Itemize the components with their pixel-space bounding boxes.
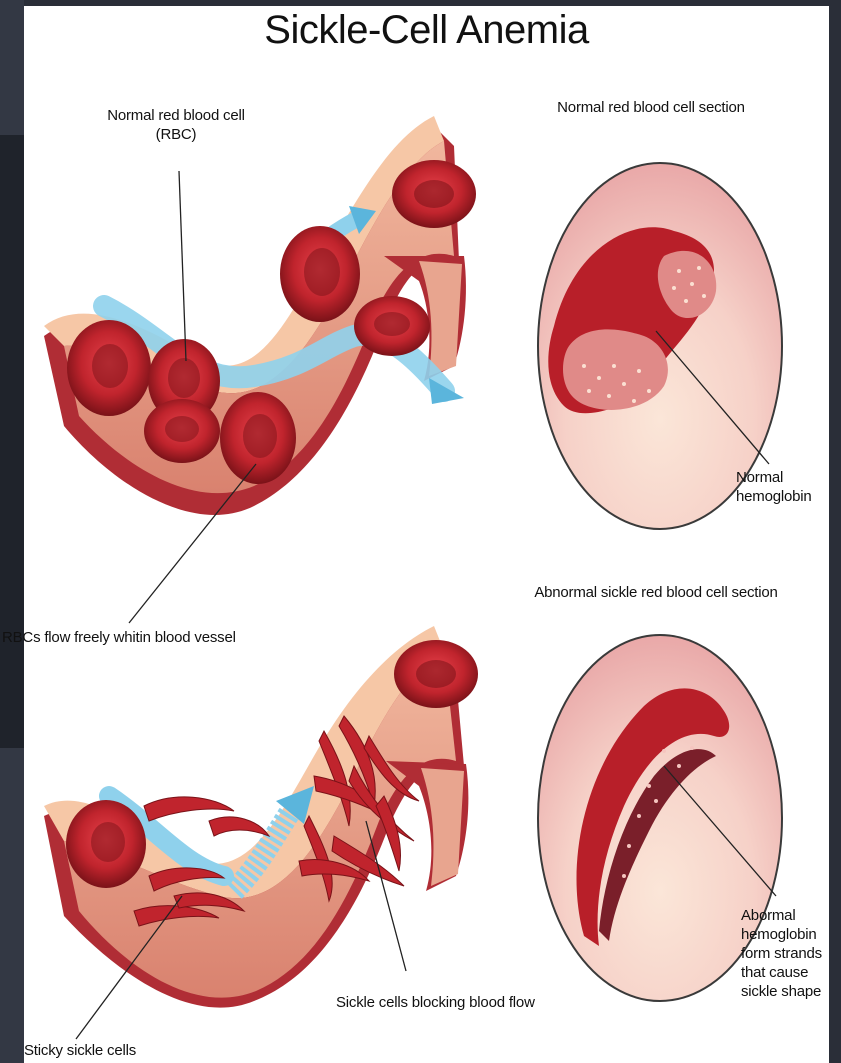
label-sickle-blocking: Sickle cells blocking blood flow xyxy=(336,993,576,1012)
sickle-cell xyxy=(209,817,269,836)
red-blood-cell xyxy=(280,226,360,322)
right-frame xyxy=(829,0,841,1063)
label-normal-section: Normal red blood cell section xyxy=(516,98,786,117)
red-blood-cell xyxy=(394,640,478,708)
red-blood-cell xyxy=(220,392,296,484)
frame-band xyxy=(0,748,24,1063)
red-blood-cell xyxy=(66,800,146,888)
label-rbcs-flow: RBCs flow freely whitin blood vessel xyxy=(2,628,332,647)
label-abnormal-section: Abnormal sickle red blood cell section xyxy=(506,583,806,602)
label-normal-rbc: Normal red blood cell (RBC) xyxy=(96,106,256,144)
label-abnormal-hemoglobin: Abormal hemoglobin form strands that cau… xyxy=(741,906,829,1001)
red-blood-cell xyxy=(354,296,430,356)
label-sticky-sickle-cells: Sticky sickle cells xyxy=(24,1041,184,1060)
red-blood-cell xyxy=(67,320,151,416)
label-normal-hemoglobin: Normal hemoglobin xyxy=(736,468,828,506)
page-title: Sickle-Cell Anemia xyxy=(24,8,829,53)
diagram-artwork xyxy=(24,6,829,1063)
red-blood-cell xyxy=(392,160,476,228)
left-frame xyxy=(0,0,24,1063)
frame-band xyxy=(0,0,24,135)
red-blood-cell xyxy=(144,399,220,463)
illustration-canvas: Sickle-Cell Anemia Normal red blood cell… xyxy=(24,6,829,1063)
